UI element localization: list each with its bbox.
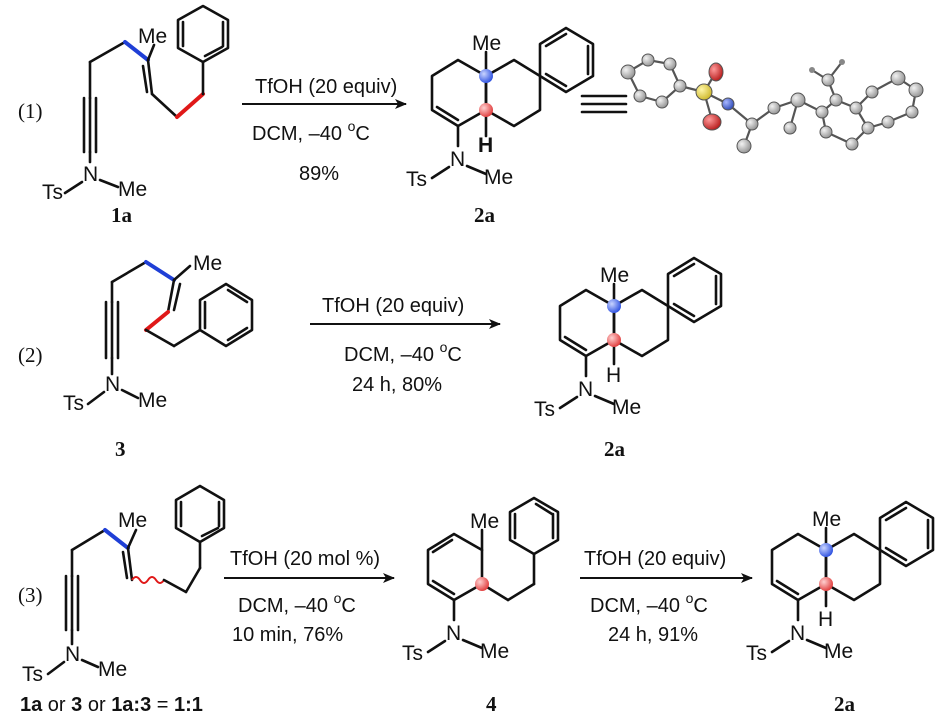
nitrogen-label: N	[83, 163, 98, 186]
blue-stereocenter-marker	[607, 299, 621, 313]
hydrogen-label: H	[818, 608, 833, 631]
compound-label-2a: 2a	[834, 692, 856, 716]
equation-1: (1) Me N Ts Me 1a	[18, 4, 924, 227]
time-yield-text: 24 h, 91%	[608, 624, 698, 646]
equation-number: (1)	[18, 99, 43, 123]
structure-1a: Me N Ts Me 1a	[42, 4, 230, 227]
tosyl-label: Ts	[42, 181, 63, 204]
compound-label-2a: 2a	[474, 203, 496, 227]
methyl-label: Me	[138, 25, 167, 48]
reagent-text: TfOH (20 equiv)	[322, 295, 464, 317]
nitrogen-label: N	[450, 148, 465, 171]
nitrogen-label: N	[790, 622, 805, 645]
time-yield-text: 24 h, 80%	[352, 374, 442, 396]
structure-2a: Me H N Ts Me 2a	[534, 256, 723, 461]
nitrogen-label: N	[105, 373, 120, 396]
blue-stereocenter-marker	[479, 69, 493, 83]
equation-number: (2)	[18, 343, 43, 367]
tosyl-label: Ts	[22, 663, 43, 686]
conditions-text: DCM, –40 oC	[344, 339, 462, 366]
compound-label-2a: 2a	[604, 437, 626, 461]
structure-2a: Me H N Ts Me 2a	[406, 26, 595, 227]
n-methyl-label: Me	[138, 389, 167, 412]
hydrogen-label: H	[606, 364, 621, 387]
compound-label-3: 3	[115, 437, 126, 461]
hydrogen-label: H	[478, 134, 493, 157]
equation-number: (3)	[18, 583, 43, 607]
compound-label-4: 4	[486, 692, 497, 716]
methyl-label: Me	[118, 509, 147, 532]
equation-2: (2) Me N Ts Me 3	[18, 252, 723, 461]
tosyl-label: Ts	[406, 168, 427, 191]
reagent-text: TfOH (20 equiv)	[584, 548, 726, 570]
time-yield-text: 10 min, 76%	[232, 624, 343, 646]
structure-3: Me N Ts Me 3	[63, 252, 254, 461]
n-methyl-label: Me	[480, 640, 509, 663]
methyl-label: Me	[812, 508, 841, 531]
structure-1a-wavy: Me N Ts Me 1a or 3 or 1a:3 = 1:1	[20, 484, 226, 716]
conditions-text: DCM, –40 oC	[238, 590, 356, 617]
red-stereocenter-marker	[819, 577, 833, 591]
nitrogen-label: N	[446, 622, 461, 645]
methyl-label: Me	[472, 32, 501, 55]
xray-crystal-structure	[620, 53, 924, 154]
tosyl-label: Ts	[746, 642, 767, 665]
structure-4: Me N Ts Me 4	[402, 496, 560, 716]
reagent-text: TfOH (20 equiv)	[255, 76, 397, 98]
equivalence-sign	[580, 94, 628, 114]
methyl-label: Me	[470, 510, 499, 533]
nitrogen-label: N	[578, 378, 593, 401]
n-methyl-label: Me	[484, 166, 513, 189]
starting-material-mixture-label: 1a or 3 or 1a:3 = 1:1	[20, 694, 203, 716]
red-stereocenter-marker	[475, 577, 489, 591]
equation-3: (3) Me N Ts Me 1a o	[18, 484, 935, 716]
methyl-label: Me	[193, 252, 222, 275]
structure-2a: Me H N Ts Me 2a	[746, 500, 935, 716]
reagent-text: TfOH (20 mol %)	[230, 548, 380, 570]
conditions-text: DCM, –40 oC	[252, 118, 370, 145]
n-methyl-label: Me	[98, 658, 127, 681]
n-methyl-label: Me	[824, 640, 853, 663]
compound-label-1a: 1a	[111, 203, 133, 227]
methyl-label: Me	[600, 264, 629, 287]
n-methyl-label: Me	[612, 396, 641, 419]
yield-text: 89%	[299, 163, 339, 185]
n-methyl-label: Me	[118, 178, 147, 201]
blue-stereocenter-marker	[819, 543, 833, 557]
tosyl-label: Ts	[63, 392, 84, 415]
tosyl-label: Ts	[402, 642, 423, 665]
conditions-text: DCM, –40 oC	[590, 590, 708, 617]
red-stereocenter-marker	[607, 333, 621, 347]
tosyl-label: Ts	[534, 398, 555, 421]
nitrogen-label: N	[65, 643, 80, 666]
red-stereocenter-marker	[479, 103, 493, 117]
